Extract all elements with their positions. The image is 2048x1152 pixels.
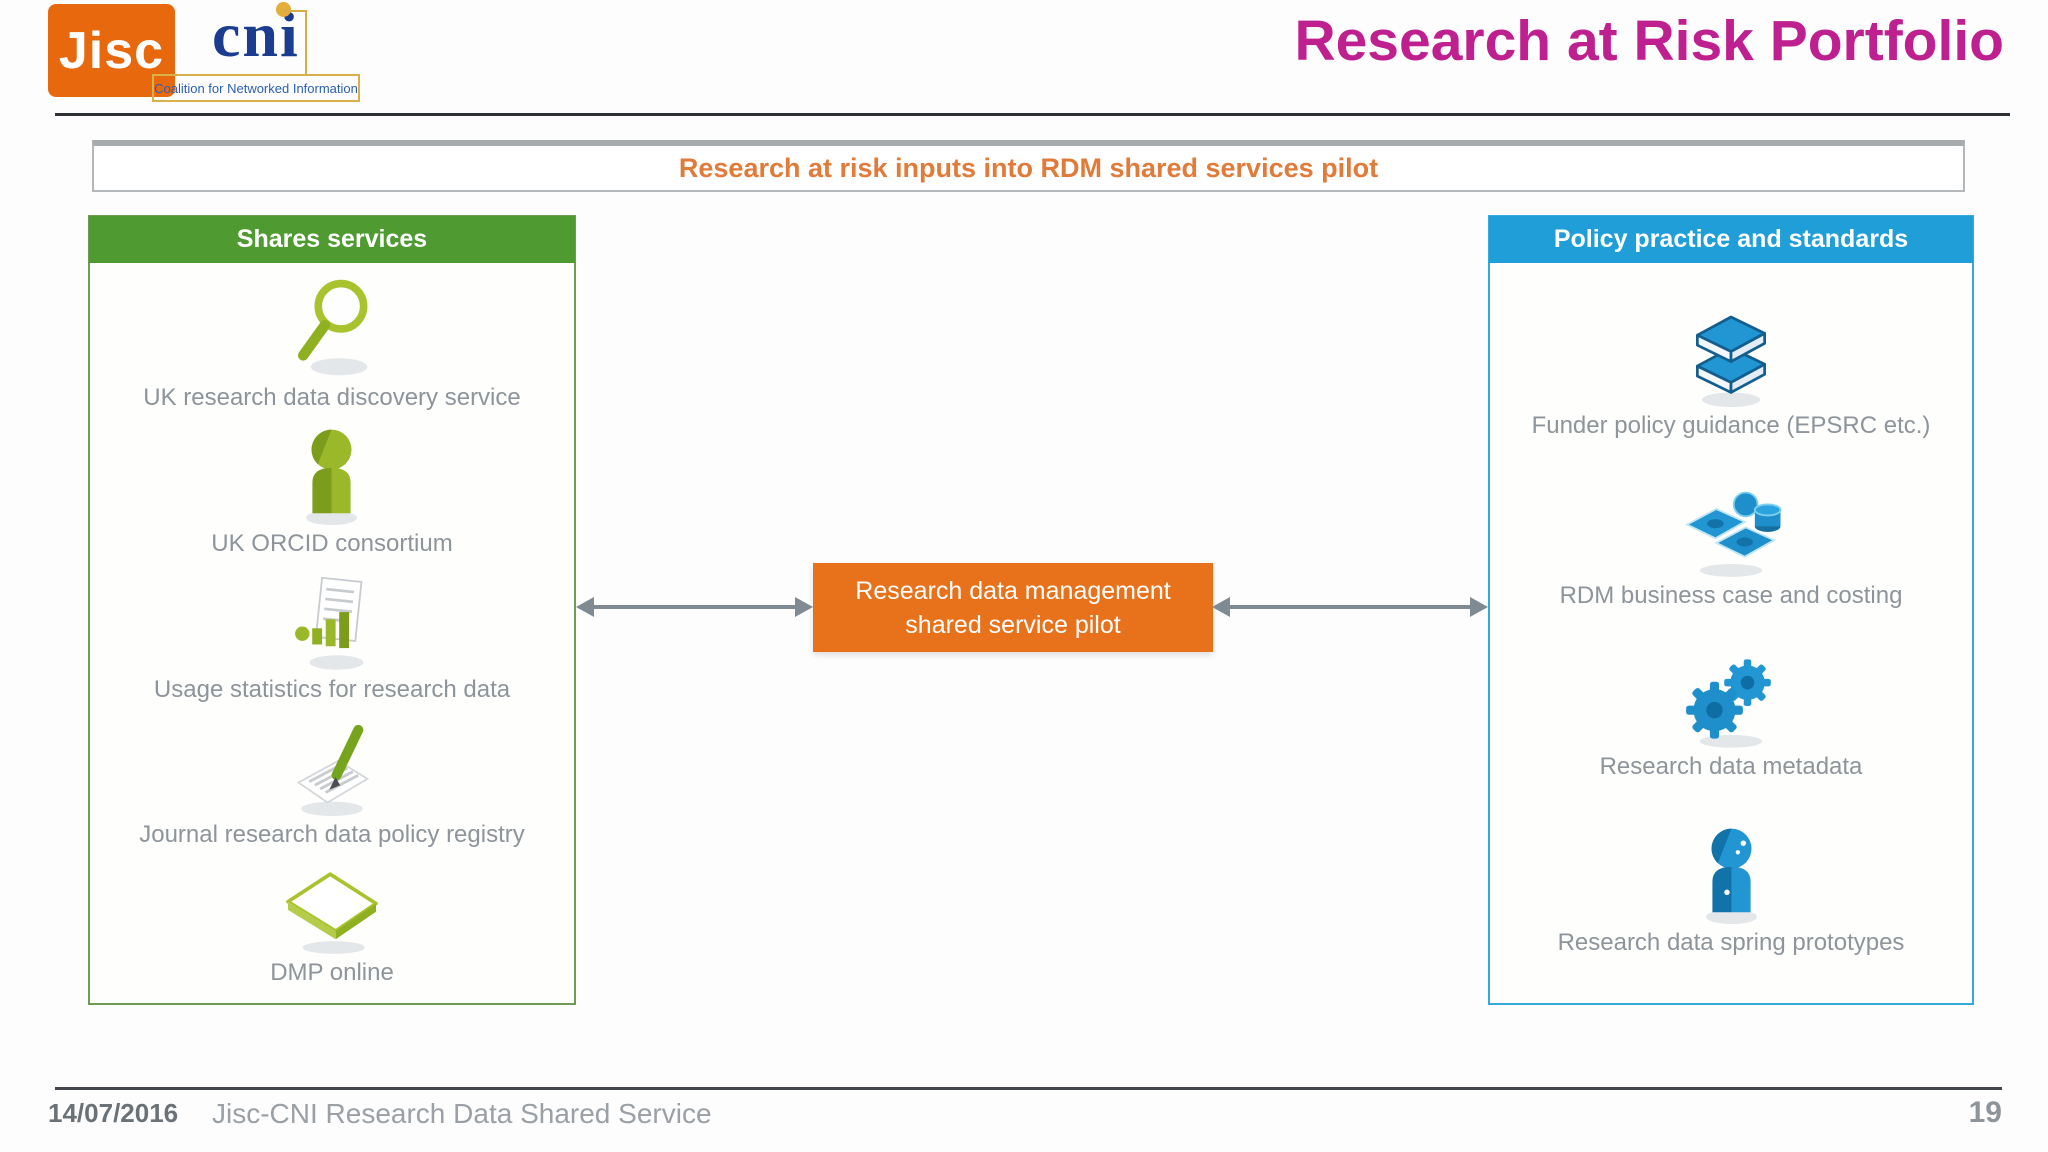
jisc-logo: Jisc xyxy=(48,4,175,97)
list-item: Research data metadata xyxy=(1599,653,1863,781)
shared-services-panel-header: Shares services xyxy=(89,216,575,263)
list-item: Funder policy guidance (EPSRC etc.) xyxy=(1531,306,1931,440)
list-item-label: Research data spring prototypes xyxy=(1557,929,1905,957)
policy-standards-panel-body: Funder policy guidance (EPSRC etc.) RDM … xyxy=(1490,262,1972,1001)
tablet-icon xyxy=(286,872,378,954)
cni-gold-frame-side xyxy=(305,10,307,76)
list-item-label: Funder policy guidance (EPSRC etc.) xyxy=(1531,411,1931,439)
diagram-title-banner: Research at risk inputs into RDM shared … xyxy=(92,140,1965,192)
cni-logo: cni Coalition for Networked Information xyxy=(152,0,490,102)
footer-label: Jisc-CNI Research Data Shared Service xyxy=(212,1098,712,1129)
list-item-label: RDM business case and costing xyxy=(1559,581,1903,609)
list-item: UK ORCID consortium xyxy=(211,426,453,558)
person-icon xyxy=(1705,828,1757,925)
cni-gold-frame-top xyxy=(283,10,307,12)
cni-caption-text: Coalition for Networked Information xyxy=(154,80,358,96)
pen-and-paper-icon xyxy=(296,724,370,816)
jisc-logo-text: Jisc xyxy=(58,21,165,80)
rdm-pilot-box-line1: Research data management xyxy=(855,576,1171,605)
document-bar-chart-icon xyxy=(295,577,364,671)
list-item-label: UK research data discovery service xyxy=(143,384,521,412)
list-item: Usage statistics for research data xyxy=(154,572,510,704)
money-icon xyxy=(1684,491,1782,577)
list-item: UK research data discovery service xyxy=(143,276,521,412)
footer-date: 14/07/2016 xyxy=(48,1098,179,1128)
person-icon xyxy=(306,429,358,526)
footer-divider xyxy=(55,1087,2002,1090)
magnifying-glass-icon xyxy=(298,279,368,376)
list-item-label: Usage statistics for research data xyxy=(153,676,511,704)
books-icon xyxy=(1695,315,1766,407)
list-item: DMP online xyxy=(270,863,394,987)
list-item: Research data spring prototypes xyxy=(1557,825,1905,957)
list-item-label: UK ORCID consortium xyxy=(211,530,453,558)
list-item-label: Research data metadata xyxy=(1599,753,1863,781)
gears-icon xyxy=(1686,659,1771,749)
diagram-title-text: Research at risk inputs into RDM shared … xyxy=(678,152,1379,183)
rdm-pilot-box: Research data management shared service … xyxy=(813,563,1213,652)
list-item: Journal research data policy registry xyxy=(139,719,525,849)
cni-caption-box: Coalition for Networked Information xyxy=(152,74,360,102)
header-divider xyxy=(55,113,2010,116)
page-number: 19 xyxy=(1968,1096,2002,1129)
list-item-label: Journal research data policy registry xyxy=(139,820,525,848)
double-arrow-left xyxy=(576,597,813,617)
policy-standards-panel: Policy practice and standards Funder pol… xyxy=(1488,215,1974,1005)
list-item: RDM business case and costing xyxy=(1559,484,1903,610)
double-arrow-right xyxy=(1212,597,1488,617)
policy-standards-panel-header: Policy practice and standards xyxy=(1489,216,1973,263)
shared-services-panel-body: UK research data discovery service UK OR… xyxy=(90,262,574,1001)
rdm-pilot-box-line2: shared service pilot xyxy=(905,610,1121,639)
shared-services-panel: Shares services UK research data discove… xyxy=(88,215,576,1005)
list-item-label: DMP online xyxy=(270,958,394,986)
page-title: Research at Risk Portfolio xyxy=(1294,9,2004,73)
cni-gold-dot xyxy=(276,2,291,17)
